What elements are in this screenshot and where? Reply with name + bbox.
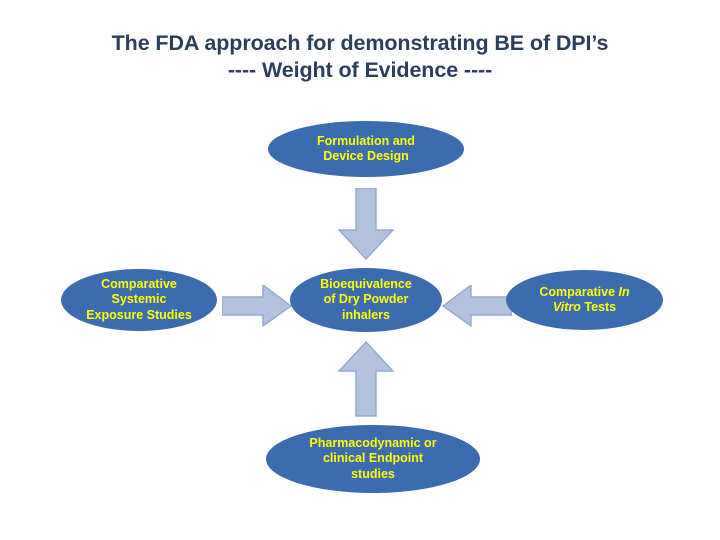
arrow-down-icon (333, 188, 399, 260)
node-invitro-line-1-italic: In (618, 284, 630, 299)
node-formulation-label: Formulation and Device Design (278, 134, 454, 165)
node-pd-line-3: studies (351, 466, 395, 481)
node-center-line-1: Bioequivalence (320, 276, 412, 291)
node-comparative-systemic-exposure-studies[interactable]: Comparative Systemic Exposure Studies (61, 269, 217, 331)
page-title: The FDA approach for demonstrating BE of… (40, 30, 680, 84)
node-systemic-line-2: Systemic (111, 292, 167, 307)
node-pd-line-1: Pharmacodynamic or (309, 435, 437, 450)
node-pd-line-2: clinical Endpoint (322, 451, 423, 466)
node-center-line-2: of Dry Powder (323, 292, 409, 307)
node-invitro-label: Comparative In Vitro Tests (516, 285, 653, 316)
node-bioequivalence-dry-powder-inhalers[interactable]: Bioequivalence of Dry Powder inhalers (290, 268, 442, 332)
node-invitro-line-2-suffix: Tests (580, 300, 617, 314)
node-invitro-line-2-italic: Vitro (552, 300, 581, 314)
node-pd-label: Pharmacodynamic or clinical Endpoint stu… (276, 436, 470, 483)
node-formulation-device-design[interactable]: Formulation and Device Design (268, 121, 464, 177)
arrow-up-icon (333, 341, 399, 417)
arrow-right-icon (222, 285, 292, 327)
node-center-label: Bioequivalence of Dry Powder inhalers (300, 277, 432, 324)
node-comparative-in-vitro-tests[interactable]: Comparative In Vitro Tests (506, 270, 663, 330)
node-systemic-line-3: Exposure Studies (86, 307, 192, 322)
node-center-line-3: inhalers (342, 307, 390, 322)
node-formulation-line-1: Formulation and (317, 133, 415, 148)
node-invitro-line-1-prefix: Comparative (539, 284, 619, 299)
title-line-2: ---- Weight of Evidence ---- (227, 58, 493, 82)
title-line-1: The FDA approach for demonstrating BE of… (111, 31, 609, 55)
node-formulation-line-2: Device Design (323, 149, 409, 163)
node-pharmacodynamic-clinical-endpoint-studies[interactable]: Pharmacodynamic or clinical Endpoint stu… (266, 425, 480, 493)
node-systemic-label: Comparative Systemic Exposure Studies (71, 277, 207, 324)
arrow-left-icon (442, 285, 512, 327)
node-systemic-line-1: Comparative (101, 276, 177, 291)
